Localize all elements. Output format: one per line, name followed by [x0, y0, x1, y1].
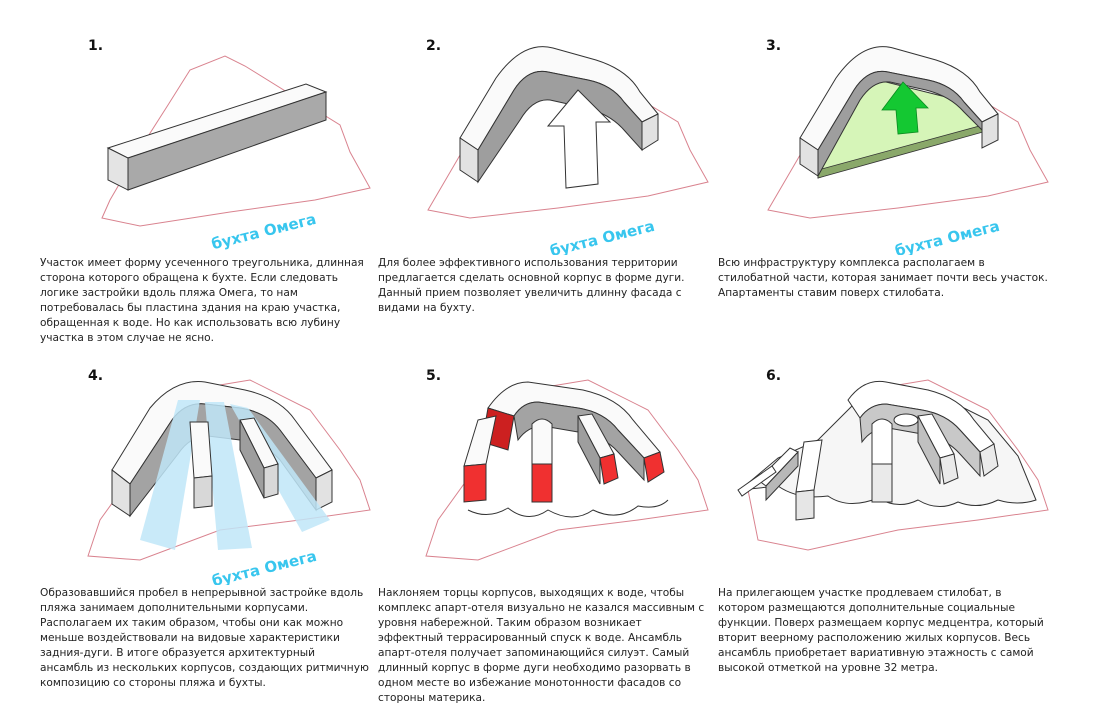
step-caption: Для более эффективного использования тер… — [378, 257, 685, 314]
step-panel-4: 4. бухта Омега Образовавшийся пробел в н… — [40, 360, 385, 705]
view-fan-2 — [205, 402, 252, 550]
step-caption: Всю инфраструктуру комплекса располагаем… — [718, 257, 1048, 299]
arc-end-right — [981, 113, 999, 149]
arc-end-left — [799, 137, 819, 177]
step-number: 5. — [426, 368, 442, 384]
step-number: 4. — [88, 368, 104, 384]
slab-end-facade — [107, 147, 129, 191]
block-middle-roof — [531, 418, 553, 465]
step-caption: Наклоняем торцы корпусов, выходящих к во… — [378, 587, 705, 704]
step-1-illustration: бухта Омега — [101, 55, 371, 253]
arc-end-right — [979, 443, 999, 477]
step-3-illustration: бухта Омега — [767, 46, 1049, 255]
step-5-illustration — [425, 379, 709, 561]
block-b-end — [263, 463, 279, 499]
step-number: 3. — [766, 38, 782, 54]
step-panel-3: 3. бухта Омега Всю инфраструктуру компле… — [718, 30, 1063, 375]
step-panel-2: 2. бухта Омега Для более эффективного ис… — [378, 30, 723, 375]
step-2-illustration: бухта Омега — [427, 46, 709, 255]
arc-end-right — [315, 469, 333, 511]
arc-end-left — [111, 468, 131, 517]
step-caption: Участок имеет форму усеченного треугольн… — [40, 257, 364, 344]
block-middle-end — [871, 463, 893, 503]
arc-end-right — [641, 113, 659, 151]
block-a-roof — [189, 421, 213, 479]
step-number: 6. — [766, 368, 782, 384]
block-right-side — [577, 415, 601, 485]
step-number: 1. — [88, 38, 104, 54]
block-right-end — [939, 453, 959, 485]
block-middle-roof — [871, 418, 893, 465]
step-panel-5: 5. Наклоняем торцы корпусов, выходящих к… — [378, 360, 723, 705]
step-caption: На прилегающем участке продлеваем стилоб… — [718, 587, 1044, 674]
block-a-end — [193, 475, 213, 509]
tilted-end-block-right — [599, 453, 619, 485]
bay-label: бухта Омега — [210, 547, 318, 585]
step-6-illustration — [737, 379, 1049, 551]
med-block-2 — [737, 465, 777, 497]
step-4-illustration: бухта Омега — [87, 379, 371, 585]
arrow-up-icon — [546, 89, 612, 189]
arc-end-left — [459, 137, 479, 183]
tilted-end-block-middle — [531, 463, 553, 503]
step-number: 2. — [426, 38, 442, 54]
bay-label: бухта Омега — [548, 217, 656, 255]
round-courtyard — [893, 413, 919, 427]
stylobate-wave — [467, 499, 669, 518]
step-panel-6: 6. На прилегающем участке продлеваем сти… — [718, 360, 1063, 705]
tilted-end-block-left — [463, 463, 487, 503]
block-left-roof — [463, 415, 497, 467]
step-caption: Образовавшийся пробел в непрерывной заст… — [40, 587, 369, 689]
block-left-end — [795, 489, 815, 521]
step-panel-1: 1. бухта Омега Участок имеет форму усече… — [40, 30, 385, 375]
arrow-up-green-icon — [881, 81, 929, 135]
bay-label: бухта Омега — [893, 217, 1001, 255]
bay-label: бухта Омега — [210, 210, 318, 253]
block-right-side — [917, 415, 941, 485]
tilted-end-arc-right — [643, 451, 665, 483]
med-block-1-side — [765, 450, 799, 502]
view-fan-1 — [140, 400, 200, 550]
